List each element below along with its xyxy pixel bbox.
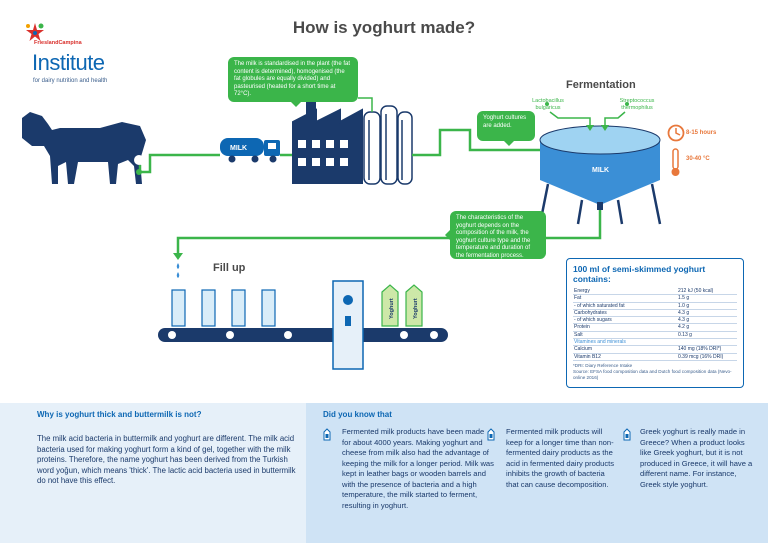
- page-title: How is yoghurt made?: [292, 18, 476, 37]
- fermentation-title: Fermentation: [566, 79, 636, 91]
- nutrient-value: 140 mg (18% DRI*): [677, 345, 737, 354]
- logo-tagline: for dairy nutrition and health: [33, 78, 108, 84]
- nutrient-name: Fat: [573, 294, 677, 303]
- milk-carton-icon: [323, 428, 331, 441]
- culture-arrow-left: [549, 111, 591, 128]
- silos-icon: [363, 105, 413, 185]
- nutrient-name: - of which saturated fat: [573, 302, 677, 310]
- table-section-row: Vitamines and minerals: [573, 338, 737, 347]
- fact-greek-yoghurt: Greek yoghurt is really made in Greece? …: [640, 427, 753, 489]
- cultures-bubble: Yoghurt cultures are added.: [477, 111, 535, 146]
- nutrient-value: 1.5 g: [677, 294, 737, 303]
- fact-history: Fermented milk products have been made f…: [342, 427, 494, 510]
- streptococcus-label: Streptococcus thermophilus: [619, 98, 655, 111]
- nutrient-name: Energy: [573, 288, 677, 296]
- nutrient-value: 1.0 g: [677, 302, 737, 310]
- facts-panel: Did you know that Fermented milk product…: [306, 403, 768, 543]
- tank-label: MILK: [592, 167, 609, 174]
- thermometer-icon: [671, 148, 680, 176]
- thickness-panel: Why is yoghurt thick and buttermilk is n…: [0, 403, 306, 543]
- milk-truck-icon: [220, 138, 280, 163]
- filling-machine-icon: [332, 280, 364, 370]
- nutrient-name: - of which sugars: [573, 316, 677, 325]
- nutrient-name: Vitamin B12: [573, 353, 677, 361]
- nutrient-name: Salt: [573, 331, 677, 340]
- footnote-source: Source: EFSA food composition data and D…: [573, 368, 732, 380]
- lactobacillus-label: Lactobacillus bulgaricus: [532, 98, 564, 111]
- process-illustration: MILK MILK: [22, 97, 685, 370]
- nutrient-value: 0.13 g: [677, 331, 737, 340]
- facts-heading: Did you know that: [323, 410, 392, 419]
- nutrient-value: 212 kJ (50 kcal): [677, 288, 737, 296]
- carton-label-1: Yoghurt: [389, 298, 395, 319]
- yoghurt-cartons: [381, 284, 423, 327]
- conveyor-belt: [158, 328, 448, 342]
- time-label: 8-15 hours: [686, 130, 717, 136]
- fill-up-title: Fill up: [213, 262, 246, 274]
- carton-label-2: Yoghurt: [413, 298, 419, 319]
- factory-icon: [292, 99, 363, 184]
- nutrient-name: Carbohydrates: [573, 309, 677, 318]
- nutrient-value: 4.3 g: [677, 316, 737, 325]
- thickness-heading: Why is yoghurt thick and buttermilk is n…: [37, 410, 202, 419]
- truck-label: MILK: [230, 145, 247, 152]
- logo-brand: FrieslandCampina: [34, 40, 82, 46]
- temperature-label: 30-40 °C: [686, 156, 710, 162]
- logo-institute: Institute: [32, 50, 105, 75]
- fact-preservation: Fermented milk products will keep for a …: [506, 427, 615, 489]
- milk-pipe: [138, 153, 220, 174]
- return-pipe: [176, 210, 602, 256]
- thickness-text: The milk acid bacteria in buttermilk and…: [37, 434, 296, 485]
- cow-icon: [22, 112, 146, 184]
- milk-carton-icon: [623, 428, 631, 441]
- nutrient-name: Calcium: [573, 345, 677, 354]
- yoghurt-cups: [171, 289, 276, 327]
- fermentation-tank-icon: [538, 125, 662, 225]
- milk-carton-icon: [487, 428, 495, 441]
- nutrition-title: 100 ml of semi-skimmed yoghurt contains:: [573, 264, 706, 284]
- star-logo-icon: [26, 23, 44, 41]
- milk-bubble: The milk is standardised in the plant (t…: [228, 57, 358, 107]
- nutrition-footnote: *DRI: Diary Reference Intake Source: EFS…: [573, 363, 737, 381]
- bottom-section: Why is yoghurt thick and buttermilk is n…: [0, 403, 768, 543]
- nutrient-value: 0.39 mcg (16% DRI): [677, 353, 737, 361]
- characteristics-bubble: The characteristics of the yoghurt depen…: [445, 211, 546, 259]
- nutrient-name: Protein: [573, 323, 677, 332]
- drops-icon: [176, 263, 180, 278]
- footnote-dri: *DRI: Diary Reference Intake: [573, 362, 633, 368]
- culture-arrow-right: [604, 111, 626, 128]
- nutrient-value: 4.2 g: [677, 323, 737, 332]
- clock-icon: [667, 124, 685, 142]
- nutrient-value: 4.3 g: [677, 309, 737, 318]
- nutrition-box: 100 ml of semi-skimmed yoghurt contains:…: [566, 258, 744, 388]
- section-label: Vitamines and minerals: [573, 338, 737, 347]
